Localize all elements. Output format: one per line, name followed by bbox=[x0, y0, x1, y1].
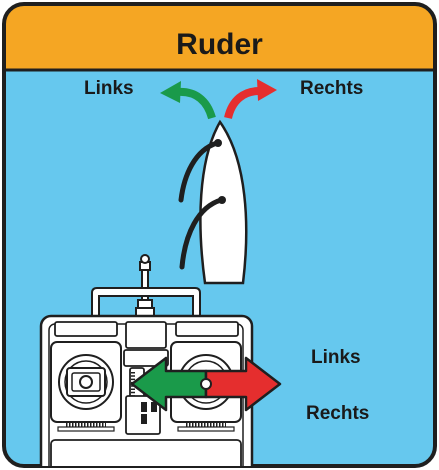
control-stick-icon bbox=[200, 378, 212, 390]
turn-right-label: Rechts bbox=[300, 78, 364, 99]
stick-right-label: Rechts bbox=[306, 403, 370, 424]
stick-left-label: Links bbox=[311, 347, 361, 368]
turn-left-arrow-icon bbox=[160, 81, 216, 120]
header-band bbox=[4, 4, 435, 70]
antenna bbox=[135, 254, 155, 319]
left-stick-gimbal bbox=[50, 341, 122, 432]
boat-hull-icon bbox=[178, 119, 248, 285]
turn-right-arrow-icon bbox=[224, 79, 277, 120]
turn-left-label: Links bbox=[84, 78, 134, 99]
stick-direction-arrow-icon bbox=[130, 356, 282, 412]
page-title: Ruder bbox=[176, 28, 263, 61]
